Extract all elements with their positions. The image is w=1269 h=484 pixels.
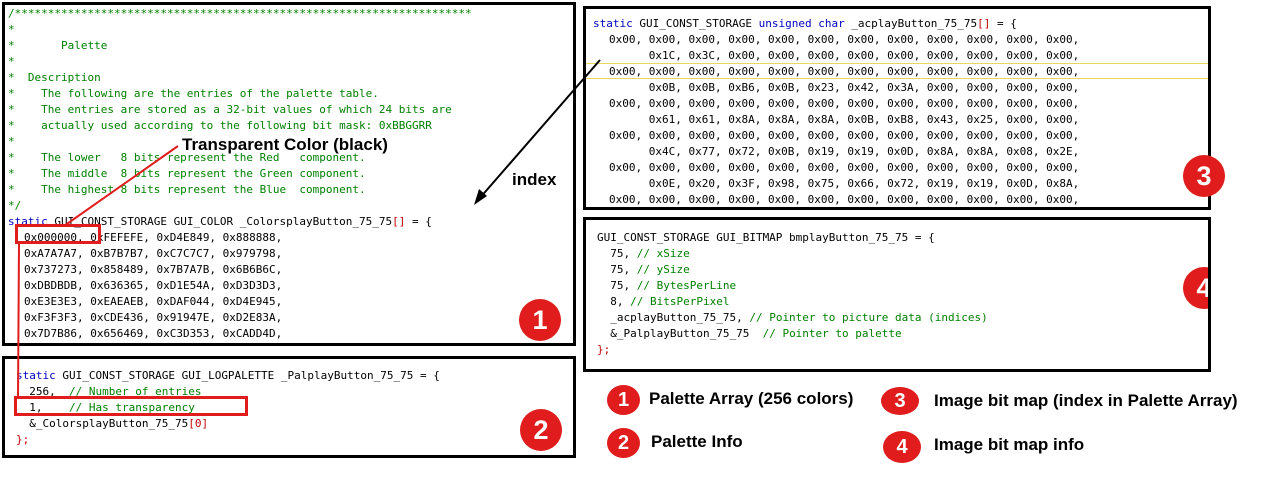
entries-comment: // Number of entries <box>69 385 202 398</box>
palette-row: 0x7D7B86, 0x656469, 0xC3D353, 0xCADD4D, <box>24 327 283 340</box>
badge-2: 2 <box>520 409 562 451</box>
bitmap-row: 0x00, 0x00, 0x00, 0x00, 0x00, 0x00, 0x00… <box>609 129 1080 142</box>
palette-row: 0xF3F3F3, 0xCDE436, 0x91947E, 0xD2E83A, <box>24 311 283 324</box>
declaration-end: = { <box>990 17 1017 30</box>
bitmap-row: 0x00, 0x00, 0x00, 0x00, 0x00, 0x00, 0x00… <box>609 161 1080 174</box>
field-value: 75, <box>610 247 631 260</box>
palette-comment-block: /***************************************… <box>8 6 472 214</box>
palette-info-panel: static GUI_CONST_STORAGE GUI_LOGPALETTE … <box>2 356 576 458</box>
comment-line: * The highest 8 bits represent the Blue … <box>8 183 366 196</box>
bitmap-row: 0x00, 0x00, 0x00, 0x00, 0x00, 0x00, 0x00… <box>609 193 1080 206</box>
comment-line: * Palette <box>8 39 108 52</box>
legend-label-2: Palette Info <box>651 432 743 451</box>
bitmap-row: 0x00, 0x00, 0x00, 0x00, 0x00, 0x00, 0x00… <box>609 33 1080 46</box>
field-comment: // BitsPerPixel <box>630 295 730 308</box>
comment-line: * actually used according to the followi… <box>8 119 432 132</box>
comment-line: * Description <box>8 71 101 84</box>
bitmap-row: 0x00, 0x00, 0x00, 0x00, 0x00, 0x00, 0x00… <box>609 97 1080 110</box>
transparency-value: 1, <box>29 401 43 414</box>
palette-info-code: static GUI_CONST_STORAGE GUI_LOGPALETTE … <box>16 368 440 448</box>
comment-line: * <box>8 55 15 68</box>
colors-reference: &_ColorsplayButton_75_75 <box>29 417 189 430</box>
legend-label-3: Image bit map (index in Palette Array) <box>934 391 1238 410</box>
palette-values: 0x000000, 0xFEFEFE, 0xD4E849, 0x888888, … <box>24 230 282 342</box>
bitmap-values: 0x00, 0x00, 0x00, 0x00, 0x00, 0x00, 0x00… <box>609 32 1080 207</box>
declaration-text: GUI_CONST_STORAGE GUI_BITMAP bmplayButto… <box>597 231 935 244</box>
closing-brace: }; <box>16 433 30 446</box>
image-bitmap-panel: static GUI_CONST_STORAGE unsigned char _… <box>583 6 1211 210</box>
legend-label-4: Image bit map info <box>934 435 1085 454</box>
bitmap-info-code: GUI_CONST_STORAGE GUI_BITMAP bmplayButto… <box>597 230 988 358</box>
type-keyword: unsigned char <box>758 17 845 30</box>
comment-line: * <box>8 23 15 36</box>
declaration-text: _acplayButton_75_75 <box>844 17 978 30</box>
declaration-text: GUI_CONST_STORAGE GUI_LOGPALETTE _Palpla… <box>55 369 440 382</box>
comment-line: * The middle 8 bits represent the Green … <box>8 167 366 180</box>
comment-line: * The entries are stored as a 32-bit val… <box>8 103 452 116</box>
badge-4: 4 <box>1183 267 1208 309</box>
static-keyword: static <box>16 369 56 382</box>
current-line-highlight <box>586 63 1208 79</box>
palette-row: 0x737273, 0x858489, 0x7B7A7B, 0x6B6B6C, <box>24 263 283 276</box>
legend-badge-4: 4 <box>883 431 921 463</box>
bitmap-row: 0x1C, 0x3C, 0x00, 0x00, 0x00, 0x00, 0x00… <box>609 49 1080 62</box>
palette-row: 0xE3E3E3, 0xEAEAEB, 0xDAF044, 0xD4E945, <box>24 295 283 308</box>
badge-3: 3 <box>1183 155 1225 197</box>
transparent-color-highlight <box>15 224 101 244</box>
field-comment: // Pointer to picture data (indices) <box>742 311 988 324</box>
colors-index: [0] <box>188 417 209 430</box>
entries-value: 256, <box>29 385 56 398</box>
palette-row: 0xA7A7A7, 0xB7B7B7, 0xC7C7C7, 0x979798, <box>24 247 283 260</box>
legend-label-1: Palette Array (256 colors) <box>649 389 854 408</box>
array-brackets: [] <box>977 17 991 30</box>
bitmap-row: 0x00, 0x00, 0x00, 0x00, 0x00, 0x00, 0x00… <box>609 65 1080 78</box>
closing-brace: }; <box>597 343 611 356</box>
bitmap-declaration: static GUI_CONST_STORAGE unsigned char _… <box>593 16 1017 32</box>
transparency-comment: // Has transparency <box>69 401 195 414</box>
comment-line: /***************************************… <box>8 7 472 20</box>
palette-row: 0xDBDBDB, 0x636365, 0xD1E54A, 0xD3D3D3, <box>24 279 283 292</box>
transparent-color-label: Transparent Color (black) <box>182 135 388 154</box>
bitmap-info-panel: GUI_CONST_STORAGE GUI_BITMAP bmplayButto… <box>583 217 1211 372</box>
legend-badge-2: 2 <box>607 428 640 458</box>
field-comment: // ySize <box>636 263 690 276</box>
transparency-flag-highlight <box>14 396 248 416</box>
palette-array-panel: /***************************************… <box>2 2 576 346</box>
transparent-color-value: 0x000000 <box>24 231 77 244</box>
field-value: 75, <box>610 279 631 292</box>
field-value: _acplayButton_75_75, <box>610 311 743 324</box>
static-keyword: static <box>593 17 633 30</box>
field-value: &_PalplayButton_75_75 <box>610 327 750 340</box>
array-brackets: [] <box>392 215 406 228</box>
legend-badge-1: 1 <box>607 385 640 415</box>
badge-1: 1 <box>519 299 561 341</box>
comment-line: * The following are the entries of the p… <box>8 87 379 100</box>
palette-row: , 0xFEFEFE, 0xD4E849, 0x888888, <box>76 231 283 244</box>
legend-badge-3: 3 <box>881 387 919 415</box>
bitmap-row: 0x0B, 0x0B, 0xB6, 0x0B, 0x23, 0x42, 0x3A… <box>609 81 1080 94</box>
field-value: 75, <box>610 263 631 276</box>
comment-line: */ <box>8 199 22 212</box>
bitmap-row: 0x4C, 0x77, 0x72, 0x0B, 0x19, 0x19, 0x0D… <box>609 145 1080 158</box>
index-label: index <box>512 170 557 189</box>
field-comment: // BytesPerLine <box>636 279 737 292</box>
field-value: 8, <box>610 295 624 308</box>
bitmap-row: 0x61, 0x61, 0x8A, 0x8A, 0x8A, 0x0B, 0xB8… <box>609 113 1080 126</box>
comment-line: * <box>8 135 15 148</box>
bitmap-row: 0x0E, 0x20, 0x3F, 0x98, 0x75, 0x66, 0x72… <box>609 177 1080 190</box>
declaration-end: = { <box>405 215 432 228</box>
field-comment: // Pointer to palette <box>749 327 902 340</box>
field-comment: // xSize <box>636 247 690 260</box>
declaration-text: GUI_CONST_STORAGE <box>632 17 759 30</box>
